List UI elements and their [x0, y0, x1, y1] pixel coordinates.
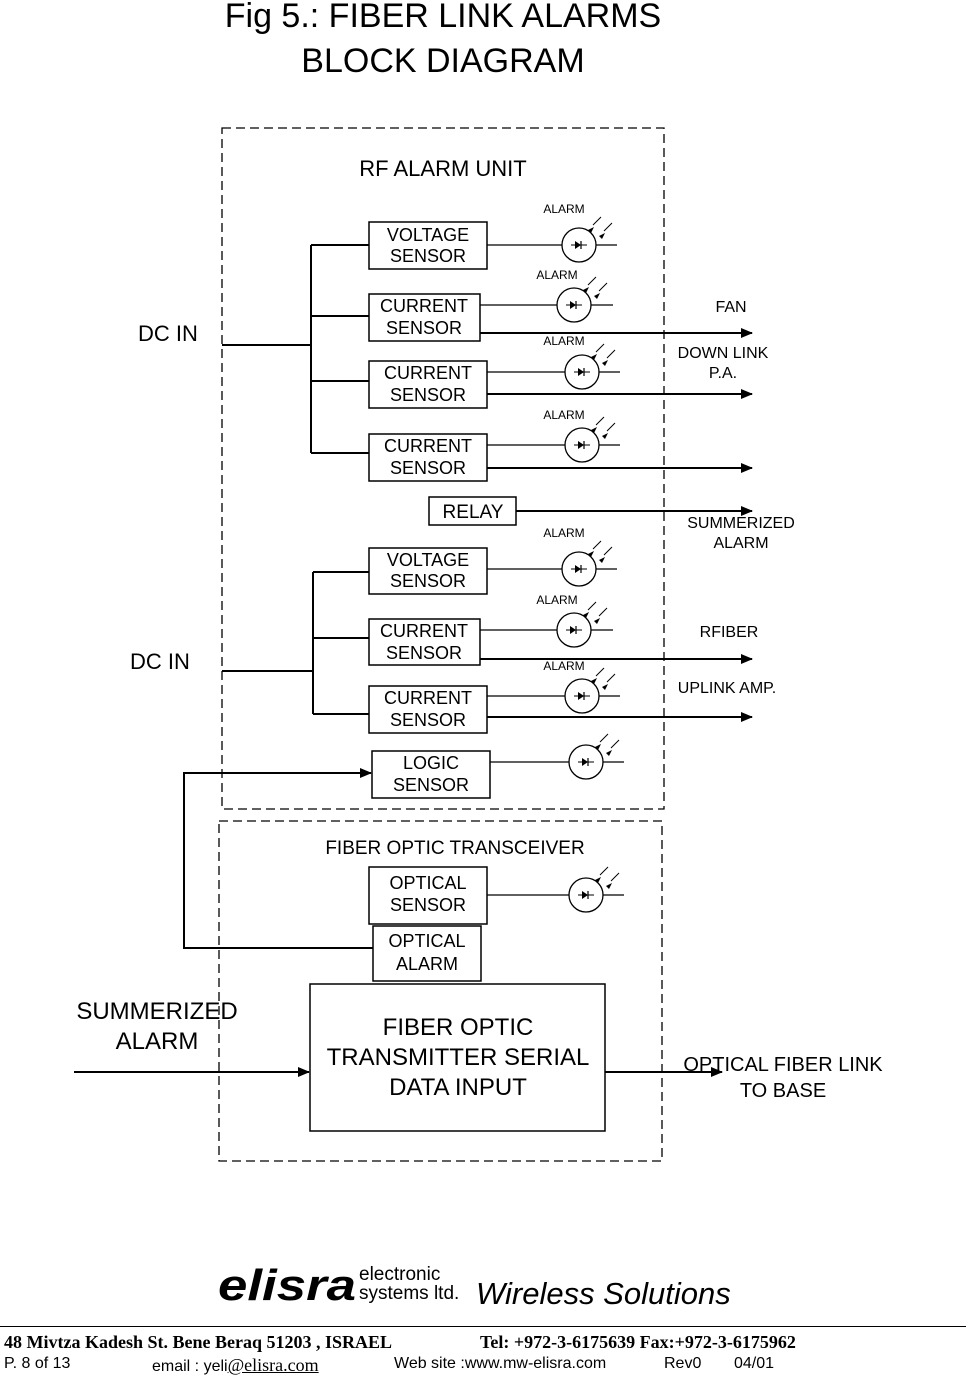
email[interactable]: email : yeli@elisra.com — [152, 1355, 319, 1375]
svg-text:VOLTAGE: VOLTAGE — [387, 550, 469, 570]
svg-text:SENSOR: SENSOR — [390, 458, 466, 478]
elisra-logo: elisra electronic systems ltd. — [218, 1261, 459, 1310]
svg-text:SENSOR: SENSOR — [386, 643, 462, 663]
svg-text:LOGIC: LOGIC — [403, 753, 459, 773]
svg-text:CURRENT: CURRENT — [384, 688, 472, 708]
alarm-indicator-1: ALARM — [487, 202, 617, 263]
revision: Rev0 — [664, 1355, 702, 1372]
svg-text:ALARM: ALARM — [543, 202, 584, 216]
current-sensor-block-3: CURRENT SENSOR — [368, 433, 488, 482]
svg-text:ALARM: ALARM — [396, 954, 458, 974]
company-address: 48 Mivtza Kadesh St. Bene Beraq 51203 , … — [4, 1332, 393, 1352]
rf-alarm-unit-boundary — [221, 127, 665, 810]
optical-fiber-link-label-2: TO BASE — [740, 1080, 826, 1102]
svg-text:elisra: elisra — [218, 1261, 356, 1310]
fiber-transmitter-block: FIBER OPTIC TRANSMITTER SERIAL DATA INPU… — [309, 983, 606, 1132]
summerized-alarm-input-label-1: SUMMERIZED — [76, 998, 237, 1025]
svg-text:SENSOR: SENSOR — [390, 895, 466, 915]
svg-text:electronic: electronic — [359, 1264, 440, 1285]
svg-text:OPTICAL: OPTICAL — [389, 873, 466, 893]
svg-text:ALARM: ALARM — [543, 659, 584, 673]
alarm-indicator-3: ALARM — [487, 334, 620, 390]
fan-label: FAN — [715, 299, 746, 316]
svg-text:SENSOR: SENSOR — [386, 318, 462, 338]
fiber-transceiver-label: FIBER OPTIC TRANSCEIVER — [325, 838, 584, 859]
footer-address-line: 48 Mivtza Kadesh St. Bene Beraq 51203 , … — [4, 1332, 796, 1353]
dc-in-label-1: DC IN — [138, 321, 198, 346]
dc-in-label-2: DC IN — [130, 649, 190, 674]
svg-text:CURRENT: CURRENT — [384, 436, 472, 456]
page-number: P. 8 of 13 — [4, 1355, 71, 1372]
uplink-amp-label: UPLINK AMP. — [678, 680, 776, 697]
rfiber-label: RFIBER — [700, 624, 759, 641]
alarm-indicator-6: ALARM — [480, 593, 613, 648]
svg-text:systems ltd.: systems ltd. — [359, 1283, 459, 1304]
dc-in-bus-1 — [222, 244, 369, 454]
title-line-2: BLOCK DIAGRAM — [301, 42, 584, 80]
svg-text:ALARM: ALARM — [543, 526, 584, 540]
current-sensor-block-4: CURRENT SENSOR — [368, 618, 481, 666]
summerized-alarm-label-2: ALARM — [713, 535, 768, 552]
svg-text:ALARM: ALARM — [543, 408, 584, 422]
dc-in-bus-2 — [222, 571, 369, 715]
alarm-indicator-5: ALARM — [487, 526, 617, 587]
svg-text:ALARM: ALARM — [536, 593, 577, 607]
svg-text:ALARM: ALARM — [536, 268, 577, 282]
voltage-sensor-block-2: VOLTAGE SENSOR — [368, 547, 488, 595]
title-line-1: Fig 5.: FIBER LINK ALARMS — [225, 0, 661, 35]
optical-sensor-indicator — [487, 866, 624, 913]
footer-divider — [0, 1326, 966, 1327]
svg-text:ALARM: ALARM — [543, 334, 584, 348]
svg-text:DATA INPUT: DATA INPUT — [389, 1074, 527, 1101]
svg-text:CURRENT: CURRENT — [384, 363, 472, 383]
rf-alarm-unit-label: RF ALARM UNIT — [359, 156, 526, 181]
downlink-label-1: DOWN LINK — [678, 345, 769, 362]
summerized-alarm-input-label-2: ALARM — [116, 1028, 199, 1055]
svg-text:VOLTAGE: VOLTAGE — [387, 225, 469, 245]
current-sensor-block-5: CURRENT SENSOR — [368, 685, 488, 734]
optical-sensor-block: OPTICAL SENSOR — [368, 866, 488, 925]
current-sensor-block-1: CURRENT SENSOR — [368, 293, 481, 342]
optical-fiber-link-label-1: OPTICAL FIBER LINK — [683, 1054, 883, 1076]
optical-alarm-block: OPTICAL ALARM — [372, 925, 482, 982]
svg-text:OPTICAL: OPTICAL — [388, 931, 465, 951]
svg-text:SENSOR: SENSOR — [390, 571, 466, 591]
svg-text:RELAY: RELAY — [443, 502, 504, 523]
website[interactable]: Web site :www.mw-elisra.com — [394, 1355, 607, 1372]
downlink-label-2: P.A. — [709, 365, 737, 382]
alarm-indicator-7: ALARM — [487, 659, 620, 714]
optical-alarm-to-logic-arrow — [183, 768, 373, 949]
logic-sensor-block: LOGIC SENSOR — [371, 750, 491, 799]
date: 04/01 — [734, 1355, 775, 1372]
svg-text:SENSOR: SENSOR — [393, 775, 469, 795]
svg-text:SENSOR: SENSOR — [390, 385, 466, 405]
tagline: Wireless Solutions — [476, 1276, 731, 1311]
summerized-alarm-label-1: SUMMERIZED — [687, 515, 795, 532]
svg-text:TRANSMITTER SERIAL: TRANSMITTER SERIAL — [327, 1044, 590, 1071]
svg-text:FIBER OPTIC: FIBER OPTIC — [383, 1014, 534, 1041]
relay-block: RELAY — [428, 496, 517, 526]
svg-text:CURRENT: CURRENT — [380, 296, 468, 316]
alarm-indicator-4: ALARM — [487, 408, 620, 463]
alarm-indicator-2: ALARM — [480, 268, 613, 323]
svg-text:CURRENT: CURRENT — [380, 621, 468, 641]
svg-text:SENSOR: SENSOR — [390, 246, 466, 266]
company-phone: Tel: +972-3-6175639 Fax:+972-3-6175962 — [480, 1332, 796, 1352]
svg-text:SENSOR: SENSOR — [390, 710, 466, 730]
voltage-sensor-block-1: VOLTAGE SENSOR — [368, 221, 488, 270]
current-sensor-block-2: CURRENT SENSOR — [368, 360, 488, 409]
logic-alarm-indicator — [490, 733, 624, 780]
